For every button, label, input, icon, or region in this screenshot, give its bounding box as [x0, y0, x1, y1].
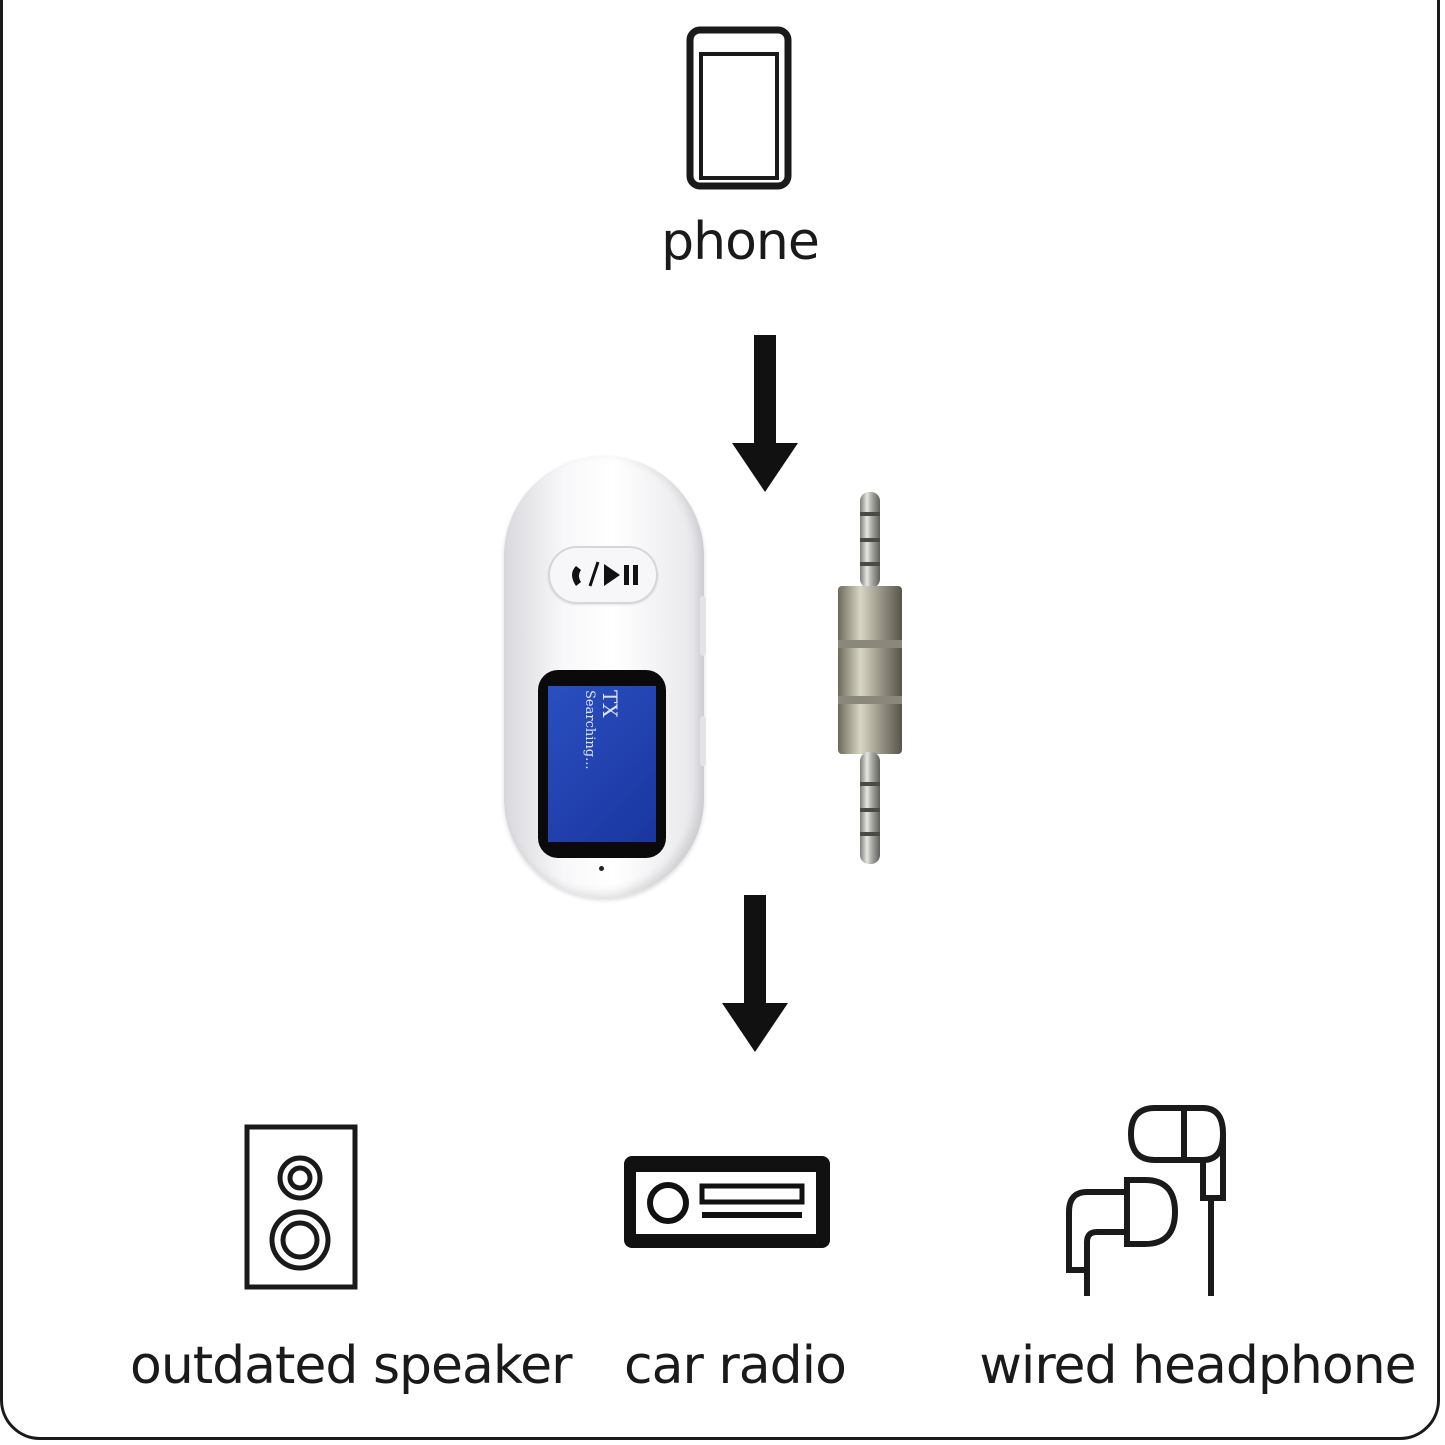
arrow-down-icon — [722, 895, 788, 1052]
screen-status-text: Searching... — [582, 690, 597, 770]
bluetooth-transmitter: TX Searching... — [504, 456, 706, 898]
aux-3.5mm-jack-icon — [838, 492, 902, 864]
output-label-car-radio: car radio — [624, 1336, 847, 1396]
lcd-bezel: TX Searching... — [538, 670, 666, 858]
source-label: phone — [661, 212, 820, 272]
led-indicator — [599, 866, 604, 871]
earphones-icon — [1066, 1105, 1227, 1296]
phone-icon — [686, 26, 792, 190]
car-radio-icon — [624, 1156, 830, 1248]
speaker-icon — [244, 1124, 358, 1290]
lcd-screen: TX Searching... — [548, 686, 656, 842]
side-button-upper[interactable] — [700, 596, 706, 656]
screen-mode-text: TX — [598, 690, 622, 718]
arrow-down-icon — [732, 335, 798, 492]
multifunction-button[interactable] — [548, 546, 658, 604]
call-play-pause-icon — [572, 561, 638, 587]
output-label-speaker: outdated speaker — [130, 1336, 573, 1396]
output-label-headphone: wired headphone — [979, 1336, 1416, 1396]
side-button-lower[interactable] — [700, 716, 706, 766]
